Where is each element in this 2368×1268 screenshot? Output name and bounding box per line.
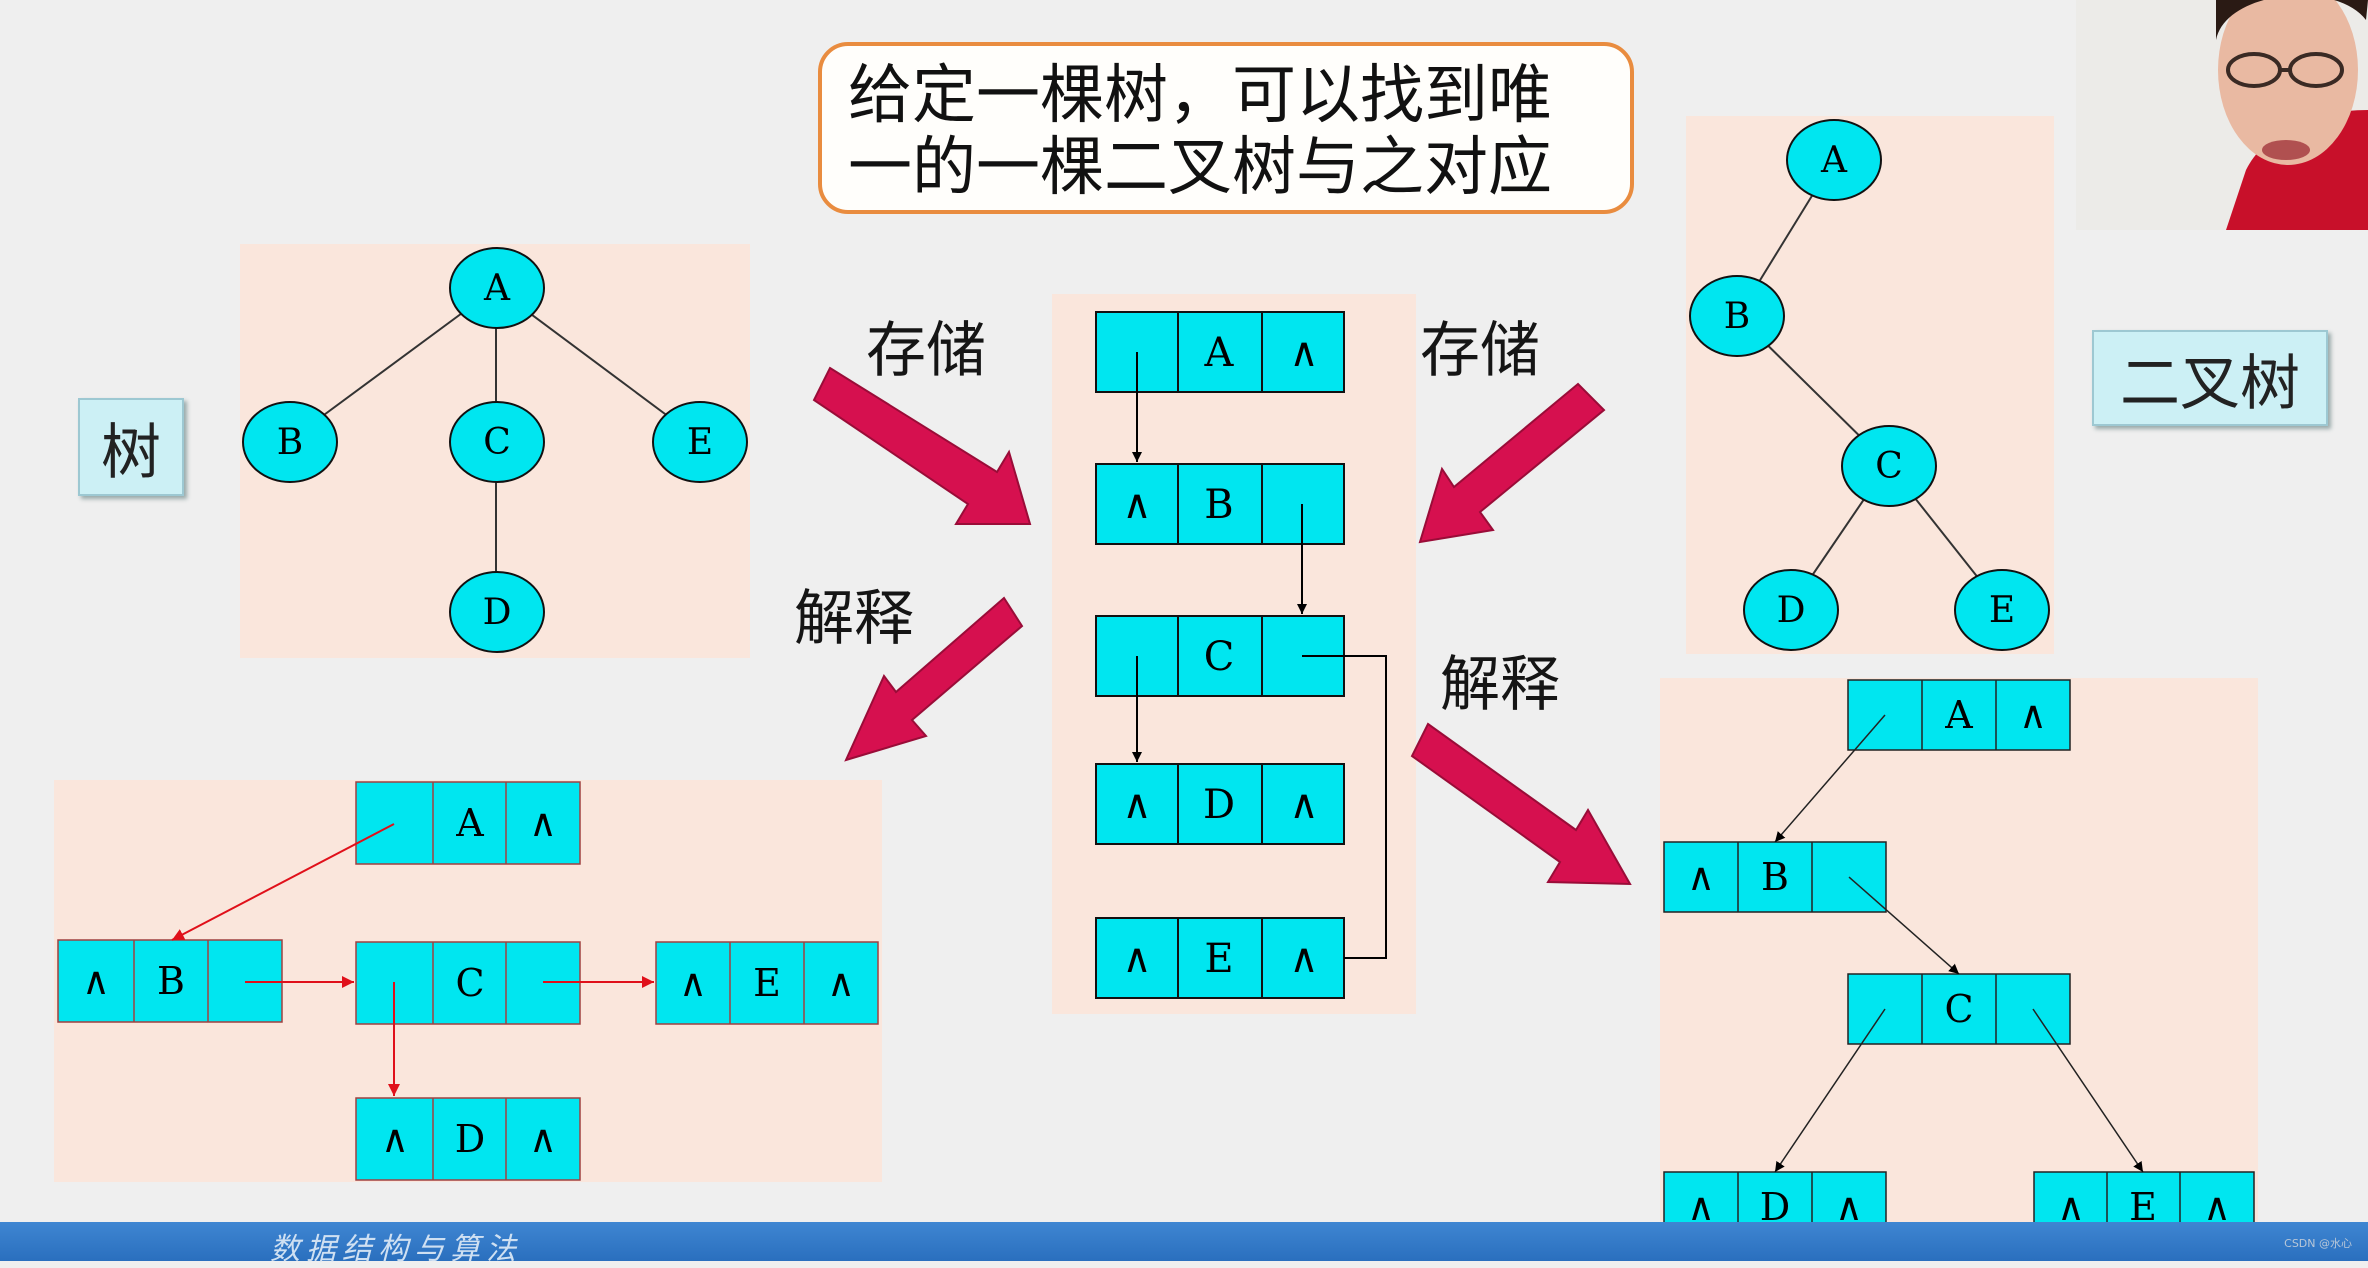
binary-node-label: B (1724, 296, 1750, 337)
explain-caption-right: 解释 (1440, 650, 1560, 720)
explained-tree-cell: D (455, 1117, 485, 1161)
explained-binary-diagram: A ∧ ∧ B C ∧ D ∧ ∧ E ∧ (1663, 679, 2255, 1243)
explained-tree-pointer (171, 823, 395, 941)
explained-binary-pointer (1774, 1008, 1886, 1173)
explained-binary-cell: ∧ (1835, 1185, 1863, 1229)
binary-tree-panel (1686, 116, 2054, 654)
callout-line-1: 给定一棵树，可以找到唯 (848, 59, 1552, 133)
explained-tree-cell: B (157, 959, 185, 1003)
explained-tree-cell: ∧ (82, 959, 110, 1003)
tree-node (242, 401, 338, 483)
storage-node (1095, 917, 1345, 999)
explained-tree-cell: ∧ (381, 1117, 409, 1161)
callout-line-2: 一的一棵二叉树与之对应 (848, 131, 1552, 205)
store-caption-left: 存储 (866, 316, 986, 386)
explained-binary-cell: ∧ (2203, 1185, 2231, 1229)
explained-tree-node (655, 941, 879, 1025)
explained-tree-cell: ∧ (529, 801, 557, 845)
binary-tree-diagram: A B C D E (1689, 119, 2050, 651)
store-arrow-right (1418, 382, 1606, 544)
explain-caption-left: 解释 (794, 584, 914, 654)
bottom-bar: 数据结构与算法 (0, 1222, 2368, 1267)
explained-binary-cell: ∧ (1687, 1185, 1715, 1229)
binary-tree-label: 二叉树 (2092, 330, 2328, 426)
explained-binary-cell: E (2129, 1185, 2157, 1229)
storage-cell: ∧ (1122, 936, 1151, 982)
tree-node (449, 571, 545, 653)
storage-cell: B (1204, 482, 1233, 528)
store-arrow-left (812, 366, 1032, 525)
callout-box: 给定一棵树，可以找到唯 一的一棵二叉树与之对应 (818, 42, 1634, 214)
storage-cell: ∧ (1122, 482, 1151, 528)
storage-cell: C (1204, 634, 1235, 680)
storage-pointers (1132, 352, 1387, 959)
storage-cell: ∧ (1289, 782, 1318, 828)
binary-node (1786, 119, 1882, 201)
store-caption-right: 存储 (1420, 316, 1540, 386)
explain-arrow-right (1410, 722, 1632, 886)
storage-cell: ∧ (1289, 330, 1318, 376)
explained-binary-cell: ∧ (2019, 693, 2047, 737)
tree-node-label: B (277, 422, 303, 463)
tree-node-label: A (483, 268, 511, 309)
binary-node (1743, 569, 1839, 651)
tree-node-label: E (687, 422, 713, 463)
storage-cell: ∧ (1122, 782, 1151, 828)
binary-node-label: D (1777, 590, 1806, 631)
explained-tree-cell: A (455, 801, 484, 845)
bottom-bar-text: 数据结构与算法 (270, 1232, 522, 1267)
binary-node-label: A (1820, 140, 1848, 181)
explained-tree-cell: E (753, 961, 781, 1005)
watermark: CSDN @水心 (2284, 1237, 2352, 1250)
storage-node (1095, 763, 1345, 845)
tree-node (449, 247, 545, 329)
explained-tree-cell: ∧ (529, 1117, 557, 1161)
explained-binary-pointer (1848, 876, 1960, 975)
tree-node-label: D (483, 592, 512, 633)
binary-node-label: E (1989, 590, 2015, 631)
storage-cell: D (1203, 782, 1235, 828)
explained-binary-pointers (1774, 714, 2144, 1173)
binary-node (1954, 569, 2050, 651)
explained-binary-pointer (2032, 1008, 2144, 1173)
tree-node (652, 401, 748, 483)
explained-binary-cell: ∧ (1687, 855, 1715, 899)
storage-diagram: A ∧ ∧ B C ∧ D ∧ ∧ E ∧ (1095, 311, 1345, 999)
explain-arrow-left (844, 596, 1024, 762)
tree-label: 树 (78, 398, 184, 496)
storage-pointer (1302, 655, 1387, 959)
explained-binary-cell: C (1944, 987, 1973, 1031)
flow-arrows (812, 366, 1632, 886)
explained-tree-cell: ∧ (827, 961, 855, 1005)
explained-tree-cell: ∧ (679, 961, 707, 1005)
explained-binary-cell: B (1761, 855, 1789, 899)
explained-tree-pointers (171, 823, 654, 1096)
explained-binary-panel (1660, 678, 2258, 1244)
presenter-webcam (2076, 0, 2368, 230)
explained-tree-node (355, 781, 581, 865)
explained-binary-cell: ∧ (2057, 1185, 2085, 1229)
storage-cell: ∧ (1289, 936, 1318, 982)
explained-binary-cell: D (1760, 1185, 1790, 1229)
explained-tree-cell: C (455, 961, 484, 1005)
binary-node-label: C (1875, 446, 1903, 487)
explained-binary-cell: A (1944, 693, 1973, 737)
binary-node (1689, 275, 1785, 357)
storage-cell: E (1204, 936, 1233, 982)
explained-tree-node (355, 1097, 581, 1181)
explained-binary-pointer (1774, 714, 1886, 843)
binary-node (1841, 425, 1937, 507)
tree-node-label: C (483, 422, 511, 463)
storage-cell: A (1204, 330, 1235, 376)
tree-node (449, 401, 545, 483)
